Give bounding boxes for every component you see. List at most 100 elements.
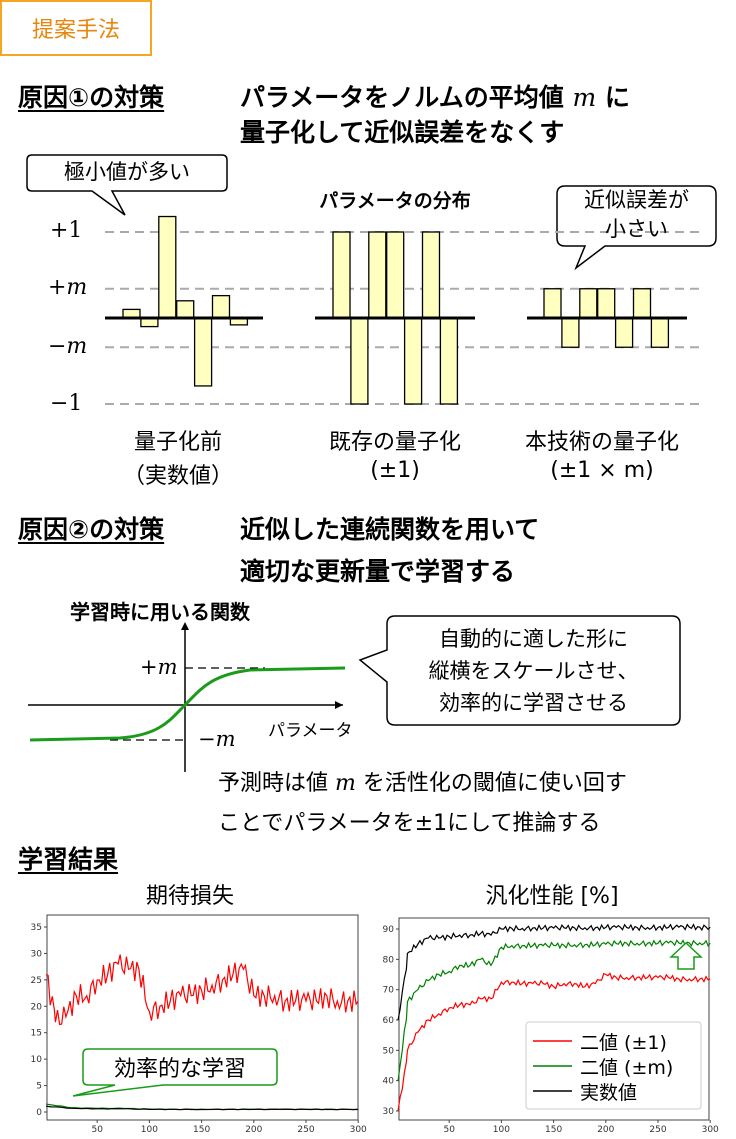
y-tick-label: 70 xyxy=(383,986,395,996)
section-tag: 提案手法 xyxy=(0,0,152,56)
x-tick-label: 200 xyxy=(597,1125,614,1135)
y-tick-label: 10 xyxy=(31,1055,43,1065)
legend-binary-1: 二値 (±1) xyxy=(580,1032,667,1054)
function-x-label: パラメータ xyxy=(268,721,353,741)
series-line-1 xyxy=(397,939,711,1081)
y-tick-label: 25 xyxy=(31,976,42,986)
y-tick-label: 80 xyxy=(383,955,395,965)
cause1-line1: パラメータをノルムの平均値 m に xyxy=(240,78,630,114)
cause1-line2: 量子化して近似誤差をなくす xyxy=(240,118,565,147)
legend-box xyxy=(525,1021,702,1110)
improvement-up-arrow-icon xyxy=(669,941,703,970)
x-tick-label: 200 xyxy=(245,1125,262,1135)
y-tick-label: 5 xyxy=(36,1082,42,1092)
y-tick-label: 20 xyxy=(31,1002,43,1012)
series-line-0 xyxy=(397,972,711,1112)
callout-right-line1: 近似誤差が xyxy=(584,188,689,212)
cause1-line1-tail: に xyxy=(604,83,630,112)
plot-frame xyxy=(46,914,359,1121)
parameter-bar xyxy=(597,288,616,319)
x-tick-label: 150 xyxy=(193,1125,210,1135)
parameter-distribution-plot xyxy=(105,215,700,405)
parameter-bar xyxy=(332,231,351,319)
parameter-bar xyxy=(176,300,195,319)
parameter-bar xyxy=(543,288,562,319)
y-tick-label: 30 xyxy=(383,1107,395,1117)
parameter-bar xyxy=(368,231,387,319)
parameter-bar xyxy=(158,215,177,319)
x-tick-label: 300 xyxy=(702,1125,719,1135)
series-line-2 xyxy=(45,1105,359,1111)
callout-function-text: 自動的に適した形に 縦横をスケールさせ、 効率的に学習させる xyxy=(387,623,680,719)
x-tick-label: 250 xyxy=(649,1125,666,1135)
callout-function-line3: 効率的に学習させる xyxy=(439,691,628,715)
x-tick-label: 300 xyxy=(350,1125,367,1135)
legend-binary-m: 二値 (±m) xyxy=(580,1057,674,1079)
x-tick-label: 150 xyxy=(545,1125,562,1135)
series-line-0 xyxy=(45,954,359,1026)
activation-function-plot xyxy=(28,622,346,772)
y-tick-label: 15 xyxy=(31,1029,42,1039)
cause1-var-m: m xyxy=(572,83,597,112)
legend-real: 実数値 xyxy=(580,1082,638,1104)
callout-efficient-text: 効率的な学習 xyxy=(113,1057,246,1082)
y-tick-label: 40 xyxy=(383,1077,395,1087)
y-label-plus-m: +m xyxy=(48,275,88,300)
parameter-bar xyxy=(614,317,634,348)
callout-right-text: 近似誤差が小さい xyxy=(557,186,716,244)
parameter-bar xyxy=(561,317,580,348)
x-tick-label: 50 xyxy=(91,1125,103,1135)
cause1-heading: 原因①の対策 xyxy=(18,83,165,112)
note1-var: m xyxy=(335,771,356,796)
y-tick-label: 90 xyxy=(383,925,395,935)
x-tick-label: 100 xyxy=(141,1125,158,1135)
y-label-plus-1: +1 xyxy=(50,218,83,243)
parameter-bar xyxy=(632,288,652,319)
group3-label: 本技術の量子化 xyxy=(524,430,680,455)
parameter-bar xyxy=(350,317,369,405)
callout-function-line2: 縦横をスケールさせ、 xyxy=(428,659,639,683)
parameter-bar xyxy=(403,317,423,405)
parameter-bar xyxy=(650,317,670,348)
callout-right-line2: 小さい xyxy=(605,217,668,241)
callout-left-bubble xyxy=(26,154,228,216)
group1-label: 量子化前 xyxy=(133,430,223,455)
accuracy-chart-title: 汎化性能 [%] xyxy=(485,884,619,909)
parameter-bar xyxy=(386,231,405,319)
y-label-minus-m: −m xyxy=(48,334,88,359)
y-tick-label: 30 xyxy=(31,949,43,959)
callout-right-bubble xyxy=(556,185,717,271)
x-tick-label: 250 xyxy=(297,1125,314,1135)
y-tick-label: 60 xyxy=(383,1016,395,1026)
cause2-line2: 適切な更新量で学習する xyxy=(240,557,516,586)
callout-left-text: 極小値が多い xyxy=(64,160,190,184)
x-tick-label: 50 xyxy=(443,1125,455,1135)
series-line-2 xyxy=(397,923,711,1021)
loss-chart-title: 期待損失 xyxy=(145,884,235,909)
callout-efficient-bubble xyxy=(72,1048,278,1097)
cause1-line1-text: パラメータをノルムの平均値 xyxy=(240,83,564,112)
distribution-title: パラメータの分布 xyxy=(319,190,471,212)
inference-note-line1: 予測時は値 m を活性化の閾値に使い回す xyxy=(218,765,627,797)
sigmoid-curve xyxy=(29,666,346,742)
note1-a: 予測時は値 xyxy=(218,771,329,796)
parameter-bar xyxy=(421,231,441,319)
parameter-bar xyxy=(439,317,459,405)
cause2-line1: 近似した連続関数を用いて xyxy=(240,515,540,544)
y-tick-label: 35 xyxy=(31,923,42,933)
x-tick-label: 100 xyxy=(493,1125,510,1135)
results-heading: 学習結果 xyxy=(18,845,119,874)
parameter-bar xyxy=(211,294,231,319)
function-minus-m: −m xyxy=(198,727,236,751)
y-tick-label: 50 xyxy=(383,1046,395,1056)
parameter-bar xyxy=(193,317,213,387)
group3-sub: (±1 × m) xyxy=(550,458,654,483)
y-label-minus-1: −1 xyxy=(50,391,83,416)
y-tick-label: 0 xyxy=(36,1108,42,1118)
function-title: 学習時に用いる関数 xyxy=(70,600,250,624)
note1-b: を活性化の閾値に使い回す xyxy=(362,771,627,796)
group2-sub: (±1) xyxy=(370,458,420,483)
callout-function-line1: 自動的に適した形に xyxy=(439,627,628,651)
cause2-heading: 原因②の対策 xyxy=(18,515,165,544)
